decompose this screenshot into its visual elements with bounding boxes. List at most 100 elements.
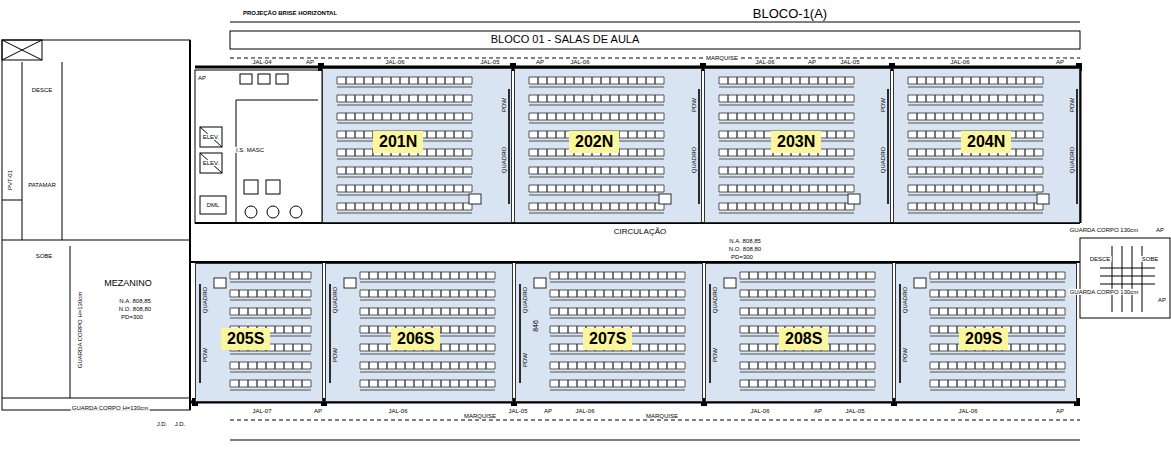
desk-rows <box>360 272 495 390</box>
plan-label: JAL-06 <box>569 59 590 65</box>
plan-label: BLOCO 01 - SALAS DE AULA <box>490 34 641 46</box>
classroom: 203N <box>704 68 891 223</box>
classroom: 201N <box>322 68 512 223</box>
equipment-label: PDW <box>712 348 718 362</box>
plan-label: GUARDA CORPO 130cm <box>1069 227 1140 233</box>
classroom: 207S <box>515 263 703 402</box>
equipment-label: PDW <box>501 98 507 112</box>
board-line <box>329 284 331 383</box>
room-number: 205S <box>221 328 270 350</box>
plan-label: AP <box>543 408 553 414</box>
plan-label: JAL-06 <box>574 408 595 414</box>
board-line <box>887 89 889 204</box>
plan-label: CIRCULAÇÃO <box>613 228 667 236</box>
plan-label: JAL-06 <box>957 408 978 414</box>
plan-label: JAL-06 <box>387 408 408 414</box>
plan-label: MEZANINO <box>103 279 153 288</box>
plan-label: AP <box>1157 297 1167 303</box>
plan-label: PVT-01 <box>7 169 13 191</box>
equipment-label: QUADRO <box>332 287 338 313</box>
plan-label: JAL-07 <box>251 408 272 414</box>
desk-rows <box>930 272 1065 390</box>
plan-label: PD=300 <box>120 314 144 320</box>
board-line <box>1076 89 1078 204</box>
classroom: 206S <box>325 263 513 402</box>
teacher-desk <box>344 278 356 288</box>
equipment-label: PDW <box>1069 98 1075 112</box>
plan-label: AP <box>305 59 315 65</box>
block-title: BLOCO-1(A) <box>753 7 827 21</box>
desk-rows <box>550 272 685 390</box>
plan-label: PATAMAR <box>27 182 57 188</box>
board-line <box>508 89 510 204</box>
equipment-label: PDW <box>332 348 338 362</box>
classroom: 205S <box>195 263 323 402</box>
plan-label: AP <box>1155 227 1165 233</box>
plan-label: JAL-06 <box>749 408 770 414</box>
equipment-label: PDW <box>691 98 697 112</box>
plan-label: ELEV. <box>202 134 220 140</box>
classroom: 202N <box>514 68 702 223</box>
teacher-desk <box>724 278 736 288</box>
plan-label: AP <box>535 59 545 65</box>
plan-label: JAL-04 <box>251 59 272 65</box>
teacher-desk <box>659 194 671 204</box>
equipment-label: PDW <box>880 98 886 112</box>
plan-label: JAL-06 <box>949 59 970 65</box>
plan-label: GUARDA CORPO H=130cm <box>77 291 83 370</box>
plan-label: MARQUISE <box>463 413 497 419</box>
teacher-desk <box>469 194 481 204</box>
teacher-desk <box>848 194 860 204</box>
room-number: 207S <box>583 328 632 350</box>
teacher-desk <box>214 278 226 288</box>
plan-label: SOBE <box>1141 256 1160 262</box>
desk-rows <box>337 77 472 213</box>
room-number: 208S <box>779 328 828 350</box>
room-number: 204N <box>961 131 1011 153</box>
equipment-label: PDW <box>202 348 208 362</box>
plan-label: PD=300 <box>730 254 754 260</box>
classroom: 208S <box>705 263 893 402</box>
plan-label: AP <box>813 408 823 414</box>
plan-label: AP <box>807 59 817 65</box>
teacher-desk <box>914 278 926 288</box>
room-number: 206S <box>391 328 440 350</box>
desk-rows <box>740 272 875 390</box>
plan-label: AP <box>313 408 323 414</box>
classroom: 209S <box>895 263 1077 402</box>
board-line <box>519 284 521 383</box>
plan-label: N.A. 808,85 <box>728 238 762 244</box>
equipment-label: QUADRO <box>202 287 208 313</box>
plan-label: JAL-05 <box>844 408 865 414</box>
equipment-label: QUADRO <box>880 147 886 173</box>
equipment-label: QUADRO <box>712 287 718 313</box>
plan-label: GUARDA CORPO H=130cm <box>71 405 150 411</box>
plan-label: N.O. 808,80 <box>118 306 152 312</box>
plan-label: JAL-05 <box>839 59 860 65</box>
desk-rows <box>908 77 1043 213</box>
equipment-label: PDW <box>522 353 528 367</box>
room-number: 209S <box>959 328 1008 350</box>
teacher-desk <box>534 278 546 288</box>
plan-label: ELEV. <box>202 160 220 166</box>
plan-label: PROJEÇÃO BRISE HORIZONTAL <box>242 10 338 16</box>
equipment-label: QUADRO <box>522 287 528 313</box>
equipment-label: 846 <box>532 320 539 332</box>
plan-label: J.D. <box>156 421 169 427</box>
board-line <box>199 284 201 383</box>
plan-label: I.S. MASC <box>235 147 265 153</box>
plan-label: AP <box>1055 408 1065 414</box>
plan-label: J.D. <box>174 421 187 427</box>
plan-label: SOBE <box>35 253 54 259</box>
equipment-label: QUADRO <box>902 287 908 313</box>
plan-label: JAL-05 <box>479 59 500 65</box>
teacher-desk <box>1037 194 1049 204</box>
equipment-label: QUADRO <box>1069 147 1075 173</box>
plan-label: MARQUISE <box>645 413 679 419</box>
plan-label: N.O. 808,80 <box>728 246 762 252</box>
plan-label: DESCE <box>1089 256 1112 262</box>
board-line <box>899 284 901 383</box>
plan-label: N.A. 808,85 <box>118 298 152 304</box>
classroom: 204N <box>893 68 1080 223</box>
